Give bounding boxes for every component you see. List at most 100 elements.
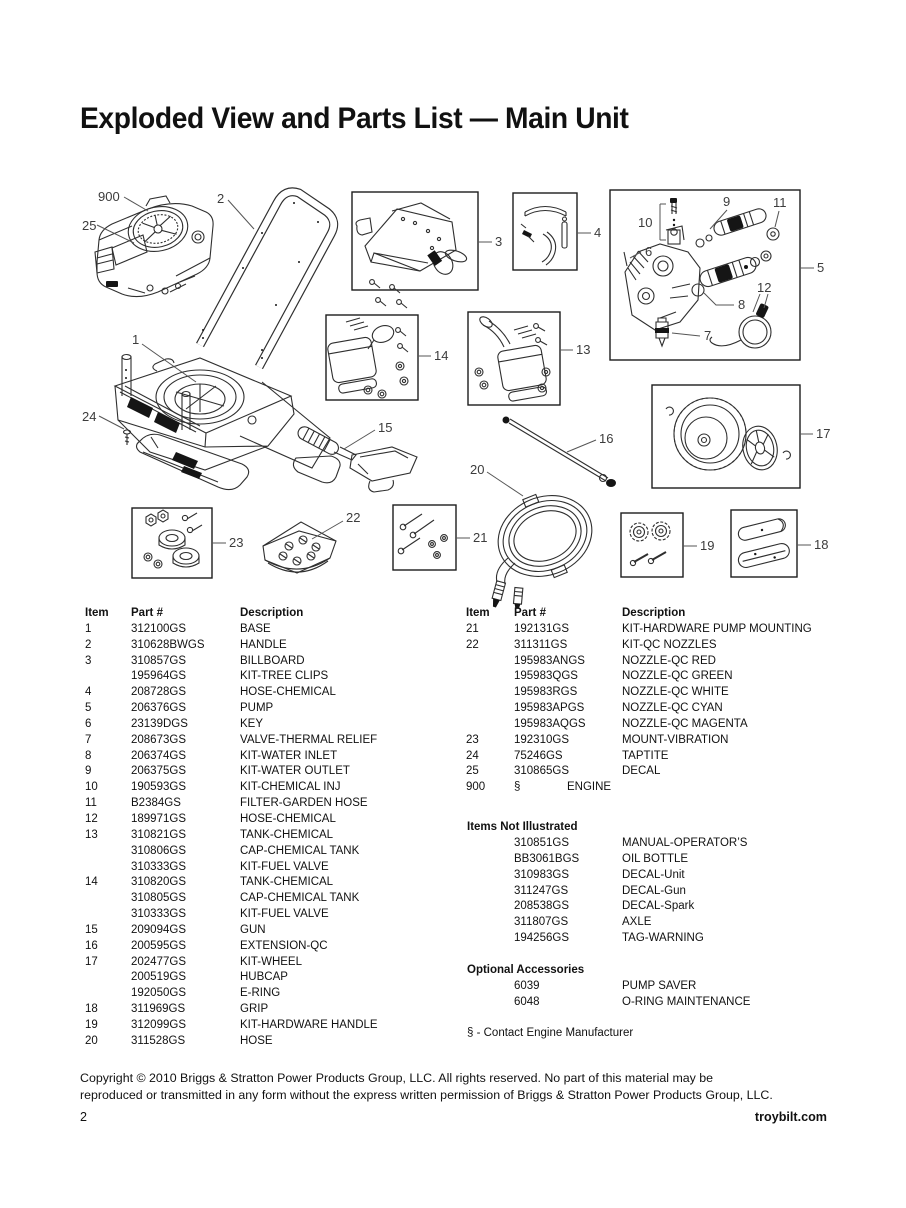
cell-part: BB3061BGS — [514, 852, 580, 865]
cell-desc: VALVE-THERMAL RELIEF — [240, 733, 378, 746]
cell-part: 75246GS — [514, 749, 563, 762]
callout-12: 12 — [757, 280, 771, 295]
header-item: Item — [466, 607, 490, 619]
callout-3: 3 — [495, 234, 502, 249]
cell-desc: NOZZLE-QC MAGENTA — [622, 717, 748, 730]
cell-part: 310851GS — [514, 836, 569, 849]
cell-part: 310865GS — [514, 765, 569, 778]
cell-item — [466, 979, 514, 995]
cell-item: 8 — [85, 749, 92, 762]
callout-16: 16 — [599, 431, 613, 446]
parts-row: 310983GS DECAL-Unit — [466, 868, 841, 884]
cell-item: 10 — [85, 781, 98, 794]
hose-coil-drawing: 20 — [470, 462, 593, 608]
cell-desc: HANDLE — [240, 638, 287, 651]
grip-box: 18 — [730, 509, 828, 578]
cell-part: 23139DGS — [131, 717, 188, 730]
cell-desc: KIT-FUEL VALVE — [240, 860, 329, 873]
cell-part: 310821GS — [131, 828, 186, 841]
callout-8: 8 — [738, 297, 745, 312]
cell-item — [85, 669, 131, 685]
cell-item — [466, 931, 514, 947]
cell-desc: NOZZLE-QC WHITE — [622, 686, 729, 699]
cell-desc: KIT-HARDWARE PUMP MOUNTING — [622, 622, 812, 635]
cell-part: 195983AQGS — [514, 717, 586, 730]
cell-part: 311807GS — [514, 916, 569, 929]
callout-15: 15 — [378, 420, 392, 435]
cell-item — [85, 907, 131, 923]
cell-part: 311247GS — [514, 884, 569, 897]
table-header: Item Part # Description — [466, 606, 841, 622]
page-number: 2 — [80, 1110, 88, 1124]
cell-item: 11 — [85, 797, 97, 810]
pump-hardware-box: 21 — [392, 504, 487, 571]
callout-4: 4 — [594, 225, 601, 240]
cell-desc: KIT-WATER INLET — [240, 749, 338, 762]
exploded-view-diagram: 900 25 2 — [82, 187, 830, 608]
cell-desc: KIT-FUEL VALVE — [240, 908, 329, 921]
cell-item — [466, 852, 514, 868]
callout-13: 13 — [576, 342, 590, 357]
cell-item: 18 — [85, 1003, 98, 1016]
not-illustrated-title: Items Not Illustrated — [467, 821, 578, 834]
cell-desc: PUMP — [240, 702, 274, 715]
copyright-line1: Copyright © 2010 Briggs & Stratton Power… — [80, 1071, 714, 1085]
cell-part: 195964GS — [131, 670, 186, 683]
cell-item: 1 — [85, 622, 92, 635]
cell-desc: KIT-WATER OUTLET — [240, 765, 350, 778]
callout-25: 25 — [82, 218, 96, 233]
copyright: Copyright © 2010 Briggs & Stratton Power… — [80, 1070, 840, 1103]
cell-part: 310983GS — [514, 868, 569, 881]
cell-item — [466, 717, 514, 733]
callout-6: 6 — [645, 244, 652, 259]
cell-item — [85, 970, 131, 986]
cell-desc: DECAL-Spark — [622, 900, 695, 913]
cell-part: 312099GS — [131, 1018, 186, 1031]
cell-desc: NOZZLE-QC CYAN — [622, 702, 723, 715]
cell-item: 4 — [85, 686, 92, 699]
cell-desc: KIT-QC NOZZLES — [622, 638, 717, 651]
cell-part: 200595GS — [131, 939, 186, 952]
cell-desc: DECAL-Unit — [622, 868, 685, 881]
cell-desc: NOZZLE-QC GREEN — [622, 670, 733, 683]
cell-desc: CAP-CHEMICAL TANK — [240, 892, 360, 905]
cell-part: 311528GS — [131, 1034, 186, 1047]
cell-item — [85, 860, 131, 876]
cell-item: 19 — [85, 1018, 98, 1031]
cell-desc: BASE — [240, 622, 271, 635]
callout-24: 24 — [82, 409, 96, 424]
cell-item: 14 — [85, 876, 98, 889]
callout-11: 11 — [773, 195, 787, 210]
parts-row: 900§ENGINE — [466, 780, 841, 796]
cell-part: 192131GS — [514, 622, 569, 635]
extension-drawing: 16 — [502, 416, 616, 487]
mounts-box: 23 — [131, 507, 243, 579]
cell-part: B2384GS — [131, 797, 181, 810]
cell-item: 22 — [466, 638, 479, 651]
handle-hardware-box: 19 — [620, 512, 714, 578]
cell-part: 6039 — [514, 979, 540, 992]
website-link: troybilt.com — [754, 1110, 827, 1124]
cell-part: 311311GS — [514, 638, 568, 651]
cell-part: 310857GS — [131, 654, 186, 667]
callout-14: 14 — [434, 348, 448, 363]
cell-desc: KIT-CHEMICAL INJ — [240, 781, 341, 794]
cell-desc: TANK-CHEMICAL — [240, 876, 334, 889]
engine-footnote: § - Contact Engine Manufacturer — [467, 1027, 634, 1040]
cell-item: 5 — [85, 702, 92, 715]
